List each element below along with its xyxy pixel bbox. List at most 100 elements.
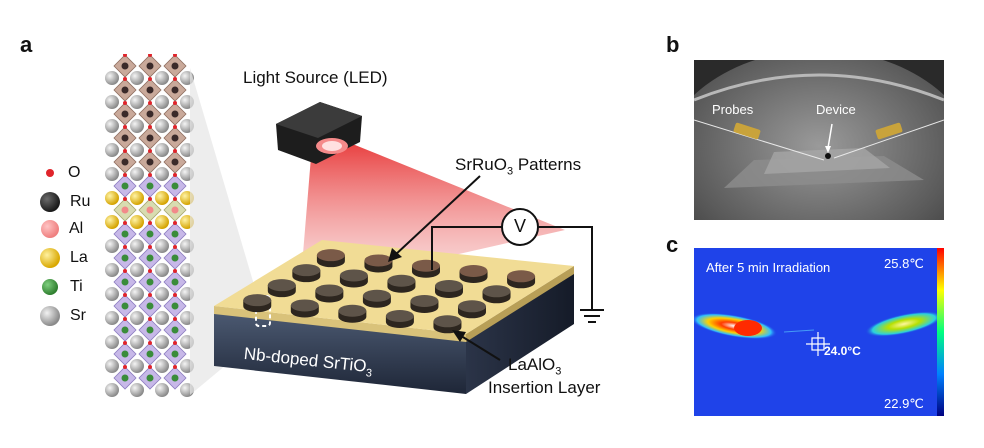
device-label: Device: [816, 102, 856, 117]
thermal-title: After 5 min Irradiation: [706, 260, 831, 275]
b-site-atom: [146, 134, 154, 142]
oxygen-atom: [123, 269, 127, 273]
b-site-atom: [121, 182, 129, 190]
a-site-atom: [130, 191, 144, 205]
a-site-atom: [105, 335, 119, 349]
oxygen-atom: [148, 341, 152, 345]
oxygen-atom: [123, 341, 127, 345]
a-site-atom: [155, 263, 169, 277]
srruo3-pad: [316, 249, 345, 268]
a-site-atom: [155, 215, 169, 229]
insertion-subscript: 3: [555, 365, 562, 378]
b-site-atom: [121, 278, 129, 286]
oxygen-atom: [173, 221, 177, 225]
crosshair-icon: [806, 332, 830, 356]
legend-item-ru: Ru: [40, 192, 90, 212]
b-site-atom: [146, 326, 154, 334]
b-site-atom: [121, 326, 129, 334]
a-site-atom: [155, 311, 169, 325]
patterns-subscript: 3: [506, 165, 514, 178]
oxygen-atom: [173, 365, 177, 369]
b-site-atom: [121, 350, 129, 358]
b-site-atom: [146, 110, 154, 118]
a-site-atom: [130, 311, 144, 325]
b-site-atom: [121, 86, 129, 94]
b-site-atom: [171, 278, 179, 286]
spot-temperature: 24.0°C: [824, 344, 861, 358]
srruo3-pad-array: [243, 249, 536, 334]
oxygen-atom: [123, 101, 127, 105]
insertion-text: LaAlO: [508, 355, 556, 374]
legend-item-o: O: [40, 164, 80, 182]
b-site-atom: [171, 254, 179, 262]
b-site-atom: [171, 206, 179, 214]
a-site-atom: [130, 287, 144, 301]
oxygen-atom: [148, 173, 152, 177]
aluminum-atom-icon: [41, 220, 59, 238]
a-site-atom: [155, 143, 169, 157]
oxygen-atom-icon: [46, 169, 54, 177]
srruo3-pad: [364, 254, 393, 273]
light-source-label: Light Source (LED): [243, 68, 388, 87]
oxygen-atom: [123, 365, 127, 369]
b-site-atom: [171, 374, 179, 382]
oxygen-atom: [148, 269, 152, 273]
a-site-atom: [105, 287, 119, 301]
panel-label-c: c: [666, 232, 679, 257]
b-site-atom: [121, 110, 129, 118]
thermal-max-temp: 25.8℃: [884, 256, 924, 271]
thermal-min-temp: 22.9℃: [884, 396, 924, 411]
oxygen-atom: [123, 173, 127, 177]
oxygen-atom: [173, 317, 177, 321]
insertion-label-line1: LaAlO3: [508, 355, 561, 377]
a-site-atom: [155, 191, 169, 205]
b-site-atom: [121, 374, 129, 382]
insertion-arrow-icon: [452, 330, 501, 361]
b-site-atom: [121, 158, 129, 166]
a-site-atom: [130, 95, 144, 109]
panel-label-b: b: [666, 32, 680, 57]
a-site-atom: [155, 95, 169, 109]
b-site-atom: [171, 62, 179, 70]
oxygen-atom: [148, 125, 152, 129]
srruo3-patterns-label: SrRuO3 Patterns: [455, 155, 581, 177]
a-site-atom: [105, 359, 119, 373]
a-site-atom: [155, 335, 169, 349]
b-site-atom: [146, 254, 154, 262]
a-site-atom: [130, 167, 144, 181]
oxygen-atom: [148, 365, 152, 369]
strontium-atom-icon: [40, 306, 60, 326]
a-site-atom: [105, 311, 119, 325]
substrate-subscript: 3: [365, 367, 373, 380]
led-light-source-icon: [276, 102, 362, 164]
srruo3-pad: [434, 280, 463, 299]
probe-station-photo: [694, 60, 944, 220]
srruo3-pad: [290, 299, 319, 318]
a-site-atom: [155, 119, 169, 133]
b-site-atom: [121, 254, 129, 262]
srruo3-pad: [338, 304, 367, 323]
b-site-atom: [146, 374, 154, 382]
legend-item-la: La: [40, 248, 88, 268]
b-site-atom: [171, 134, 179, 142]
a-site-atom: [105, 383, 119, 397]
oxygen-atom: [123, 293, 127, 297]
a-site-atom: [155, 71, 169, 85]
a-site-atom: [105, 215, 119, 229]
a-site-atom: [130, 71, 144, 85]
oxygen-atom: [173, 77, 177, 81]
a-site-atom: [130, 359, 144, 373]
oxygen-atom: [173, 341, 177, 345]
legend-label: Sr: [70, 307, 86, 324]
a-site-atom: [130, 239, 144, 253]
a-site-atom: [105, 191, 119, 205]
thermal-map: [694, 248, 944, 416]
a-site-atom: [155, 359, 169, 373]
a-site-atom: [130, 263, 144, 277]
a-site-atom: [155, 167, 169, 181]
legend-label: Al: [69, 220, 84, 237]
b-site-atom: [121, 302, 129, 310]
srruo3-pad: [243, 294, 272, 313]
a-site-atom: [105, 119, 119, 133]
b-site-atom: [146, 182, 154, 190]
